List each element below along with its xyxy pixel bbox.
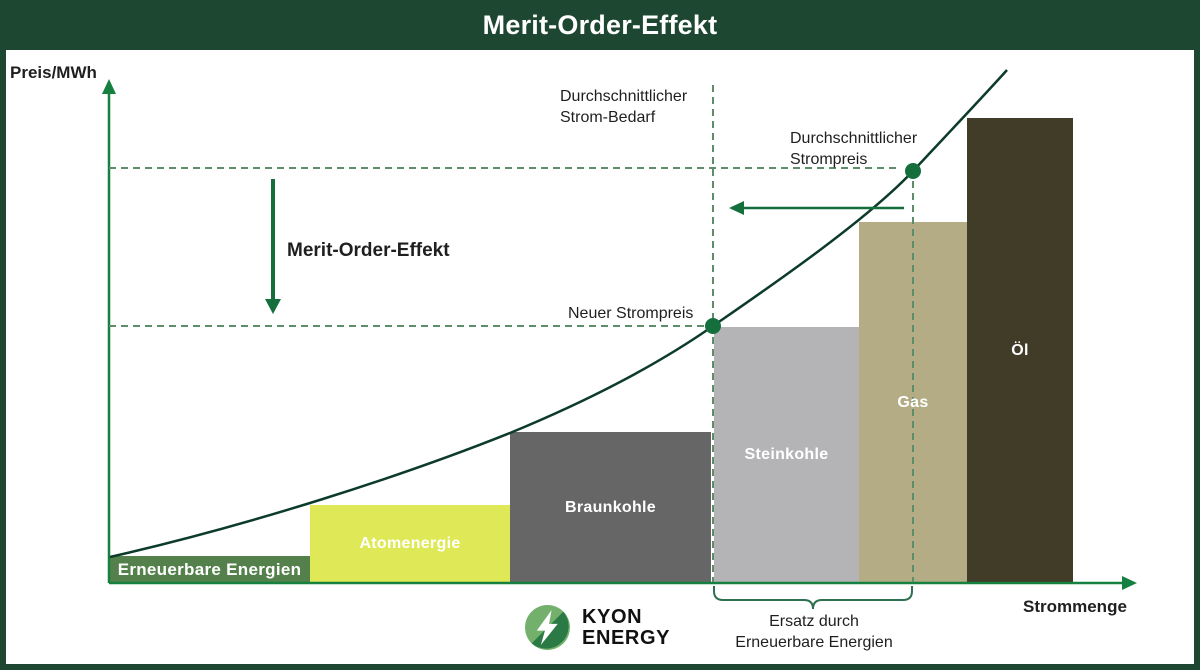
new-price-annotation: Neuer Strompreis bbox=[568, 305, 694, 322]
logo-word-line2: ENERGY bbox=[582, 626, 671, 649]
replacement-annotation-line1: Ersatz durch bbox=[769, 613, 859, 630]
kyon-energy-logo: KYON ENERGY bbox=[524, 604, 670, 651]
bar-braunkohle bbox=[510, 432, 711, 583]
x-axis-label: Strommenge bbox=[1023, 597, 1127, 616]
y-axis-label: Preis/MWh bbox=[10, 63, 97, 82]
logo-word-line1: KYON bbox=[582, 605, 643, 628]
bar-atomenergie bbox=[310, 505, 510, 583]
demand-annotation-line1: Durchschnittlicher bbox=[560, 88, 688, 105]
avg-price-annotation-line1: Durchschnittlicher bbox=[790, 130, 918, 147]
bar-gas bbox=[859, 222, 967, 583]
replacement-annotation-line2: Erneuerbare Energien bbox=[735, 634, 893, 651]
bar-steinkohle bbox=[714, 327, 859, 583]
logo-wordmark: KYON ENERGY bbox=[582, 605, 671, 649]
replacement-annotation: Ersatz durch Erneuerbare Energien bbox=[713, 611, 915, 653]
merit-order-effect-annotation: Merit-Order-Effekt bbox=[287, 240, 450, 261]
page-title: Merit-Order-Effekt bbox=[482, 9, 718, 40]
avg-price-annotation-line2: Strompreis bbox=[790, 151, 868, 168]
header-bar: Merit-Order-Effekt bbox=[0, 0, 1200, 50]
bar-erneuerbare-energien bbox=[109, 556, 310, 583]
lightning-circle-icon bbox=[525, 605, 570, 650]
demand-annotation-line2: Strom-Bedarf bbox=[560, 109, 656, 126]
bar-oel bbox=[967, 118, 1073, 583]
demand-annotation: Durchschnittlicher Strom-Bedarf bbox=[560, 86, 687, 128]
avg-price-annotation: Durchschnittlicher Strompreis bbox=[790, 128, 917, 170]
